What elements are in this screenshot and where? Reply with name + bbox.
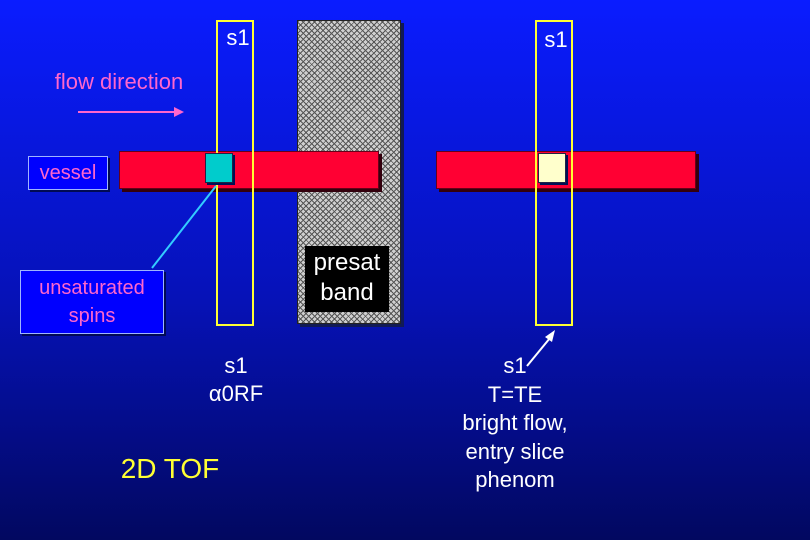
presat-band-label: presat band (305, 246, 389, 312)
left-caption-line-1: s1 (224, 353, 248, 378)
slice-right (535, 20, 573, 326)
right-caption: s1 T=TE bright flow, entry slice phenom (440, 352, 590, 495)
left-caption: s1 α0RF (186, 352, 286, 408)
vessel-left (119, 151, 379, 189)
presat-band-line-1: presat (313, 249, 381, 276)
flow-direction-label: flow direction (54, 69, 184, 94)
unsaturated-spins-line-2: spins (68, 305, 116, 327)
left-caption-rf: 0RF (221, 381, 264, 406)
alpha-symbol: α (208, 381, 222, 406)
slice-label-top-left: s1 (226, 25, 250, 50)
right-caption-line-1: s1 (503, 353, 527, 378)
bright-spin-square (538, 153, 566, 183)
unsaturated-spins-label: unsaturated spins (20, 270, 164, 334)
flow-arrow-head (174, 107, 184, 117)
vessel-right (436, 151, 696, 189)
presat-band-line-2: band (320, 279, 374, 306)
left-caption-line-2: α0RF (186, 380, 286, 408)
right-caption-line-4: entry slice (465, 438, 565, 464)
right-caption-arrow-head (545, 330, 555, 342)
spin-connector-line (151, 185, 217, 269)
right-caption-line-2: T=TE (487, 381, 543, 407)
unsaturated-spin-square (205, 153, 233, 183)
page-title: 2D TOF (120, 453, 220, 484)
right-caption-arrow-line (526, 337, 551, 367)
slice-label-top-right: s1 (544, 27, 568, 52)
right-caption-line-5: phenom (475, 467, 555, 492)
vessel-label: vessel (28, 156, 108, 190)
right-caption-line-3: bright flow, (462, 410, 568, 435)
unsaturated-spins-line-1: unsaturated (39, 277, 145, 299)
